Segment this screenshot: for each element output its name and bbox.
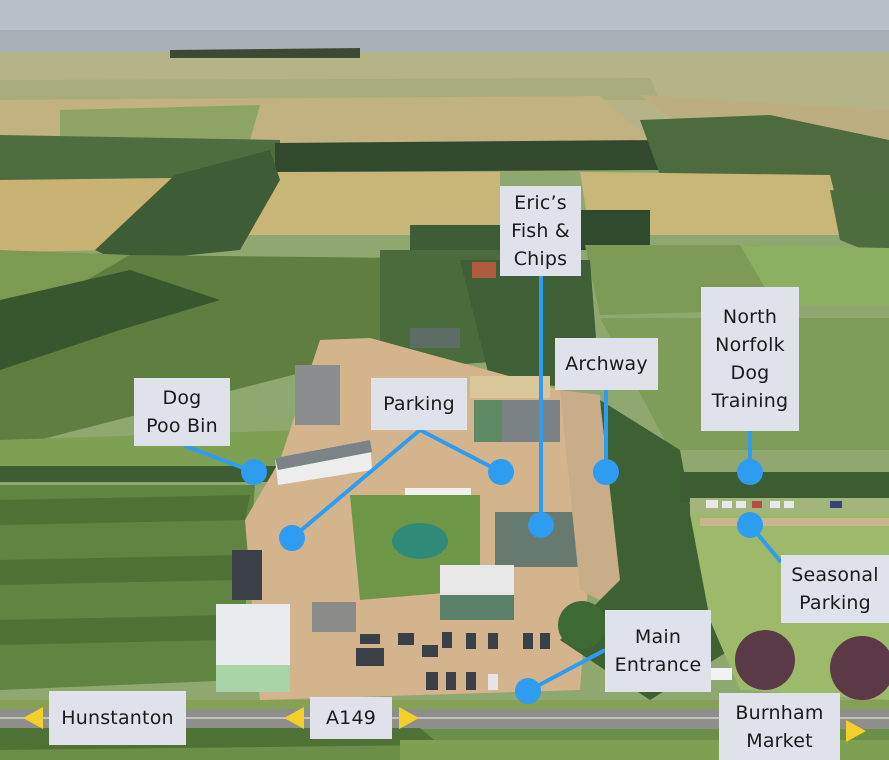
poi-marker-erics-fish-chips[interactable]: [528, 512, 554, 538]
label-line: Seasonal: [791, 564, 879, 586]
label-line: Dog: [162, 387, 202, 409]
poi-marker-dog-poo-bin[interactable]: [241, 459, 267, 485]
connector-parking-1: [290, 428, 422, 540]
label-line: Training: [711, 390, 789, 412]
road-sign-a149: A149: [310, 697, 392, 739]
round-pond-tank: [392, 523, 448, 559]
label-seasonal-parking: Seasonal Parking: [781, 555, 889, 623]
connector-parking-2: [419, 428, 502, 474]
poi-marker-seasonal-parking[interactable]: [737, 512, 763, 538]
label-line: A149: [325, 707, 377, 729]
label-line: Entrance: [614, 654, 702, 676]
label-line: Burnham: [735, 701, 824, 724]
poi-marker-dog-training[interactable]: [737, 459, 763, 485]
label-line: Poo Bin: [146, 415, 218, 437]
copper-beech-tree: [735, 630, 795, 690]
label-line: Parking: [383, 393, 455, 415]
road-sign-burnham-market: Burnham Market: [719, 693, 840, 760]
arrow-left-icon: [23, 707, 43, 729]
label-line: Fish &: [511, 220, 570, 242]
label-line: Chips: [513, 248, 568, 270]
parked-cars: [232, 550, 550, 690]
label-main-entrance: Main Entrance: [605, 610, 711, 692]
label-north-norfolk-dog-training: North Norfolk Dog Training: [701, 287, 799, 431]
poi-marker-parking-west[interactable]: [279, 525, 305, 551]
poi-marker-main-entrance[interactable]: [515, 678, 541, 704]
label-line: Parking: [799, 592, 871, 614]
label-line: North: [722, 306, 778, 328]
label-erics-fish-chips: Eric’s Fish & Chips: [500, 186, 581, 276]
road-sign-hunstanton: Hunstanton: [49, 691, 186, 745]
label-line: Eric’s: [514, 192, 567, 214]
label-line: Archway: [565, 353, 648, 375]
poi-marker-parking-east[interactable]: [488, 459, 514, 485]
arrow-right-icon: [399, 707, 419, 729]
label-line: Norfolk: [715, 334, 785, 356]
connector-main-entrance: [527, 648, 606, 693]
label-line: Hunstanton: [61, 707, 174, 729]
label-archway: Archway: [555, 338, 658, 390]
arrow-right-icon: [846, 720, 866, 742]
label-dog-poo-bin: Dog Poo Bin: [134, 378, 230, 446]
poi-marker-archway[interactable]: [593, 459, 619, 485]
label-line: Market: [746, 729, 813, 752]
label-parking: Parking: [371, 378, 467, 430]
label-line: Main: [634, 626, 682, 648]
arrow-left-icon: [284, 707, 304, 729]
label-line: Dog: [730, 362, 770, 384]
